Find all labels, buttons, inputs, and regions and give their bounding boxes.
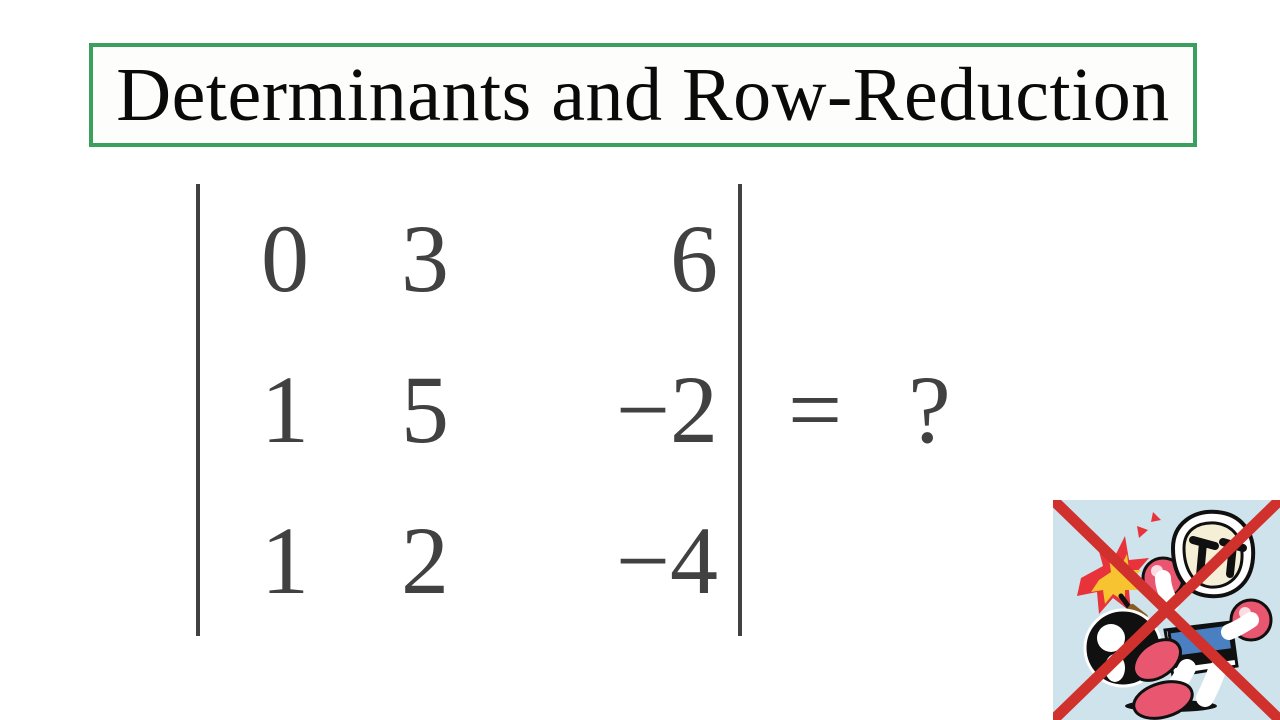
matrix-cell-r2c2: 5 bbox=[401, 355, 449, 463]
matrix-cell-r2c3: −2 bbox=[615, 355, 718, 463]
explosion-spark-icon bbox=[1077, 536, 1151, 614]
bomb-highlight bbox=[1097, 624, 1125, 652]
determinant-block: 0 3 6 1 5 −2 1 2 −4 bbox=[196, 184, 742, 636]
right-shoe-icon bbox=[1132, 680, 1194, 720]
equals-sign: = bbox=[788, 356, 843, 463]
spark-fleck-icon bbox=[1137, 526, 1148, 538]
page-title: Determinants and Row-Reduction bbox=[116, 53, 1170, 137]
matrix-cell-r3c3: −4 bbox=[615, 506, 718, 614]
determinant-left-bar bbox=[196, 184, 200, 636]
no-bomberman-thumbnail bbox=[1053, 500, 1280, 720]
determinant-right-bar bbox=[738, 184, 742, 636]
right-arm bbox=[1221, 612, 1259, 640]
determinant-expression: 0 3 6 1 5 −2 1 2 −4 = ? bbox=[196, 172, 1056, 648]
question-mark: ? bbox=[908, 356, 951, 463]
matrix-grid: 0 3 6 1 5 −2 1 2 −4 bbox=[200, 184, 738, 636]
bomberman-illustration bbox=[1053, 500, 1280, 720]
cross-out-x-icon bbox=[1053, 500, 1280, 720]
spark-fleck-icon bbox=[1151, 512, 1161, 522]
matrix-cell-r3c2: 2 bbox=[401, 506, 449, 614]
matrix-cell-r1c1: 0 bbox=[261, 205, 309, 313]
right-leg bbox=[1196, 661, 1226, 707]
matrix-cell-r2c1: 1 bbox=[261, 355, 309, 463]
matrix-cell-r1c2: 3 bbox=[401, 205, 449, 313]
matrix-cell-r1c3: 6 bbox=[670, 205, 718, 313]
left-shoe-icon bbox=[1132, 638, 1182, 682]
page-title-box: Determinants and Row-Reduction bbox=[89, 43, 1197, 147]
matrix-cell-r3c1: 1 bbox=[261, 506, 309, 614]
equation-right-hand-side: = ? bbox=[788, 362, 951, 458]
